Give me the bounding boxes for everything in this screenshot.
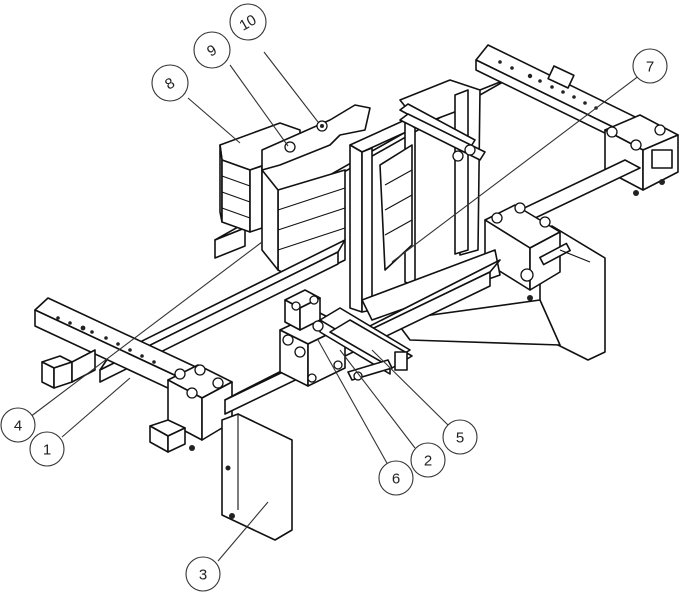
callout-10: 10 [229,3,267,41]
leader-10 [263,51,319,123]
callout-1: 1 [29,431,65,467]
leader-7 [391,74,641,263]
leader-5 [371,349,449,426]
leader-8 [187,97,241,144]
callout-5: 5 [442,419,478,455]
callout-balloons: 1 2 3 4 5 6 7 8 [0,3,668,592]
crossbar-holes [498,60,598,110]
leader-lines [29,51,641,562]
callout-2: 2 [410,442,446,478]
leader-2 [339,349,416,449]
callout-9: 9 [193,31,231,69]
callout-6-label: 6 [392,471,400,488]
callout-4-label: 4 [14,418,22,435]
callout-10-label: 10 [237,11,260,34]
callout-3: 3 [185,556,221,592]
callout-5-label: 5 [456,430,464,447]
callout-6: 6 [378,460,414,496]
callout-8: 8 [151,64,189,102]
front-hanging-plate [221,413,293,541]
leader-4 [29,241,263,418]
callout-3-label: 3 [199,567,207,584]
callout-1-label: 1 [43,442,51,459]
callout-7-label: 7 [646,59,654,76]
leader-6 [317,339,389,466]
mid-right-clamp [484,202,591,291]
leader-9 [229,64,289,147]
lower-floor-plate [394,299,561,346]
front-tube-stub [41,349,96,389]
leader-1 [61,377,131,438]
callout-4: 4 [0,407,36,443]
weight-stack [219,104,371,283]
callout-7: 7 [632,48,668,84]
tower-blade [379,144,413,271]
front-crossbar-holes [56,316,156,364]
leader-3 [217,501,269,562]
right-clamp [604,114,679,196]
center-pivot-assembly [279,289,413,387]
tower-pivot-plates [399,103,486,162]
callout-2-label: 2 [424,453,432,470]
